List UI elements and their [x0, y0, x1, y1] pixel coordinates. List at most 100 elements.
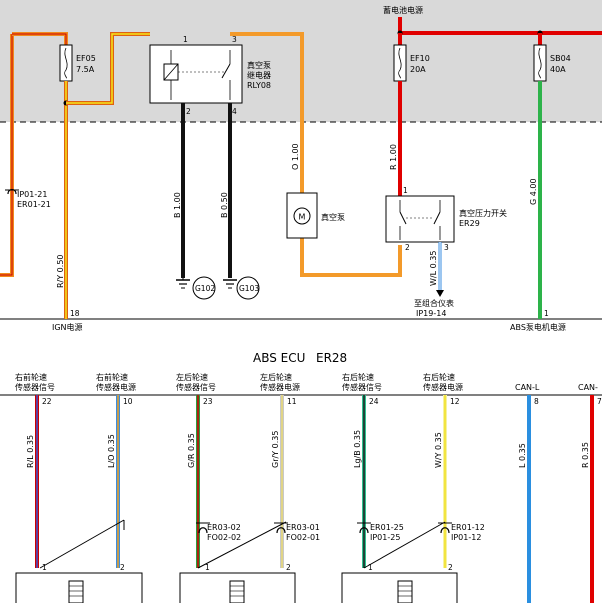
sensor-box-right-front: 1 2 — [15, 519, 143, 603]
connector-er01-12: ER01-12 IP01-12 — [438, 522, 485, 542]
connector-er01-21-label: ER01-21 — [17, 200, 51, 209]
relay-rly08: 1 3 2 4 真空泵 继电器 RLY08 — [149, 35, 271, 116]
sensor-pin-4: 11 — [287, 397, 297, 406]
battery-power-label: 蓄电池电源 — [383, 5, 423, 15]
pressure-switch-label: 真空压力开关 — [459, 208, 507, 218]
connector-fo02-01-label: FO02-01 — [286, 533, 320, 542]
sensor-label2-3: 传感器信号 — [176, 382, 216, 392]
can-wire-label-2: R 0.35 — [581, 442, 590, 468]
pressure-switch-pin-2: 2 — [405, 243, 410, 252]
can-pin-1: 8 — [534, 397, 539, 406]
ground-g103-label: G103 — [239, 284, 259, 293]
sensor3-pin-1: 1 — [368, 563, 373, 572]
wire-wl-035: W/L 0.35 至组合仪表 IP19-14 — [414, 242, 454, 318]
connector-ip01-25-label: IP01-25 — [370, 533, 400, 542]
left-feed-wire — [0, 32, 68, 277]
fuse-ef10-name: EF10 — [410, 54, 430, 63]
can-wire-label-1: L 0.35 — [518, 443, 527, 468]
sensor-label2-2: 传感器电源 — [96, 382, 136, 392]
sensor1-pin-1: 1 — [42, 563, 47, 572]
wire-b-050-label: B 0.50 — [220, 192, 229, 218]
ground-g103: G103 — [223, 276, 260, 300]
relay-pin-2: 2 — [186, 107, 191, 116]
wire-r-100: R 1.00 — [389, 81, 402, 196]
sensor-pin-5: 24 — [369, 397, 379, 406]
sensor-wire-label-3: G/R 0.35 — [187, 433, 196, 468]
fuse-ef10-rating: 20A — [410, 65, 426, 74]
pump-motor-letter: M — [299, 213, 306, 222]
wire-o-100-label: O 1.00 — [291, 143, 300, 170]
wire-b-100-label: B 1.00 — [173, 192, 182, 218]
sensor-pin-2: 10 — [123, 397, 133, 406]
connector-er03-01-label: ER03-01 — [286, 523, 320, 532]
ign-pin-number: 18 — [70, 309, 80, 318]
sensor-box-left-rear: 1 2 — [179, 521, 296, 603]
sensor-label1-2: 右前轮速 — [96, 372, 128, 382]
connector-ip01-21-label: IP01-21 — [17, 190, 47, 199]
sensor-wire-label-2: L/O 0.35 — [107, 434, 116, 468]
sensor-label1-5: 右后轮速 — [342, 372, 374, 382]
fuse-ef05-rating: 7.5A — [76, 65, 95, 74]
sensor-label2-4: 传感器电源 — [260, 382, 300, 392]
wire-ry-050 — [63, 32, 150, 319]
wire-g-400-label: G 4.00 — [529, 178, 538, 205]
wire-r-100-label: R 1.00 — [389, 144, 398, 170]
sensor-wire-label-5: Lg/B 0.35 — [353, 430, 362, 468]
ip19-14-label: IP19-14 — [416, 309, 446, 318]
relay-label-line1: 真空泵 — [247, 60, 271, 70]
connector-er01-25-label: ER01-25 — [370, 523, 404, 532]
relay-pin-3: 3 — [232, 35, 237, 44]
fuse-sb04-rating: 40A — [550, 65, 566, 74]
wire-ry-050-label: R/Y 0.50 — [56, 255, 65, 289]
sensor-label2-5: 传感器信号 — [342, 382, 382, 392]
ground-g102-label: G102 — [195, 284, 215, 293]
sensor-pin-3: 23 — [203, 397, 213, 406]
wire-wl-035-label: W/L 0.35 — [429, 251, 438, 286]
pressure-switch-er29: 1 2 3 真空压力开关 ER29 — [385, 186, 507, 252]
connector-ip01-12-label: IP01-12 — [451, 533, 481, 542]
pressure-switch-code: ER29 — [459, 219, 480, 228]
wire-b-050: B 0.50 — [220, 103, 232, 278]
relay-pin-4: 4 — [232, 107, 237, 116]
abs-ecu-code: ER28 — [316, 351, 347, 365]
sensor2-pin-2: 2 — [286, 563, 291, 572]
pump-label: 真空泵 — [321, 212, 345, 222]
sensor-wire-label-4: Gr/Y 0.35 — [271, 431, 280, 468]
connector-er03-02: ER03-02 FO02-02 — [196, 522, 241, 542]
can-label-1: CAN-L — [515, 383, 540, 392]
fuse-ef05-name: EF05 — [76, 54, 96, 63]
sensor2-pin-1: 1 — [205, 563, 210, 572]
sensor-label1-3: 左后轮速 — [176, 372, 208, 382]
wire-b-100: B 1.00 — [173, 103, 185, 278]
sensor1-pin-2: 2 — [120, 563, 125, 572]
sensor-pin-1: 22 — [42, 397, 52, 406]
abs-pin-number: 1 — [544, 309, 549, 318]
wire-o-100: O 1.00 — [230, 32, 402, 277]
connector-ip01-21: IP01-21 ER01-21 — [5, 188, 51, 209]
sensor-wire-label-6: W/Y 0.35 — [434, 432, 443, 468]
to-cluster-label: 至组合仪表 — [414, 298, 454, 308]
vacuum-pump: M 真空泵 — [286, 192, 345, 239]
relay-label-line2: 继电器 — [247, 70, 271, 80]
ground-g102: G102 — [176, 276, 216, 300]
battery-feed: 蓄电池电源 — [383, 5, 602, 45]
sensor-label1-1: 右前轮速 — [15, 372, 47, 382]
wire-g-400: G 4.00 1 ABS泵电机电源 — [510, 81, 566, 332]
pressure-switch-pin-1: 1 — [403, 186, 408, 195]
sensor-wire-label-1: R/L 0.35 — [26, 435, 35, 468]
relay-pin-1: 1 — [183, 35, 188, 44]
sensor3-pin-2: 2 — [448, 563, 453, 572]
ign-power-label: IGN电源 — [52, 322, 83, 332]
connector-fo02-02-label: FO02-02 — [207, 533, 241, 542]
connector-er03-02-label: ER03-02 — [207, 523, 241, 532]
sensor-label2-1: 传感器信号 — [15, 382, 55, 392]
connector-er01-12-label: ER01-12 — [451, 523, 485, 532]
abs-ecu-title: ABS ECU — [253, 351, 305, 365]
sensor-pin-6: 12 — [450, 397, 460, 406]
can-label-2: CAN- — [578, 383, 598, 392]
can-pin-2: 7 — [597, 397, 602, 406]
abs-motor-power-label: ABS泵电机电源 — [510, 322, 566, 332]
fuse-sb04-name: SB04 — [550, 54, 571, 63]
